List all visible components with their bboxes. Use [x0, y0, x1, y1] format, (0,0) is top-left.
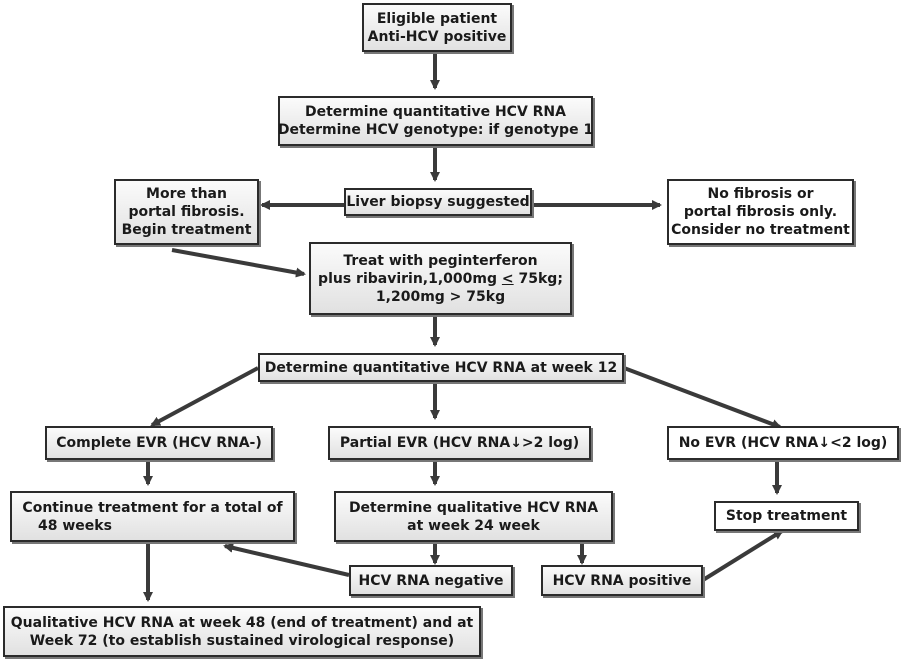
arrow-week12-to-complete: [150, 366, 259, 427]
node-no-fibrosis-line3: Consider no treatment: [671, 222, 850, 238]
arrow-more-fibrosis-to-treat: [171, 248, 306, 278]
node-more-fibrosis-line3: Begin treatment: [121, 222, 252, 238]
node-liver-biopsy-line1: Liver biopsy suggested: [346, 194, 530, 210]
node-no-evr: No EVR (HCV RNA↓<2 log): [667, 426, 899, 460]
node-treat-line2: plus ribavirin,1,000mg < 75kg;: [318, 270, 563, 288]
node-more-fibrosis-line1: More than: [146, 186, 227, 202]
node-eligible-line2: Anti-HCV positive: [367, 28, 507, 45]
node-determine-rna-genotype: Determine quantitative HCV RNA Determine…: [278, 96, 593, 146]
node-eligible-line1: Eligible patient: [376, 10, 498, 27]
node-stop-treatment: Stop treatment: [714, 501, 859, 531]
node-final-line1: Qualitative HCV RNA at week 48 (end of t…: [10, 614, 474, 631]
node-more-than-portal-fibrosis: More than portal fibrosis. Begin treatme…: [114, 179, 259, 245]
node-treat-line3: 1,200mg > 75kg: [375, 288, 506, 305]
node-more-fibrosis-line2: portal fibrosis.: [128, 204, 245, 220]
node-continue-line1: Continue treatment for a total of: [22, 499, 283, 516]
node-liver-biopsy: Liver biopsy suggested: [344, 188, 532, 216]
node-qualitative-week48-72: Qualitative HCV RNA at week 48 (end of t…: [3, 606, 481, 657]
node-week12-rna: Determine quantitative HCV RNA at week 1…: [258, 353, 624, 382]
node-hcv-rna-negative: HCV RNA negative: [349, 565, 513, 596]
node-qualitative24-line2: at week 24 week: [407, 517, 540, 534]
node-qualitative-week24: Determine qualitative HCV RNA at week 24…: [334, 491, 613, 542]
node-partial-evr: Partial EVR (HCV RNA↓>2 log): [328, 426, 591, 460]
node-no-fibrosis: No fibrosis or portal fibrosis only. Con…: [667, 179, 854, 245]
node-rna-positive-line1: HCV RNA positive: [552, 572, 692, 589]
node-treat-line2-dose: plus ribavirin,1,000mg: [318, 270, 502, 287]
node-hcv-rna-positive: HCV RNA positive: [541, 565, 703, 596]
node-complete-evr: Complete EVR (HCV RNA-): [45, 426, 273, 460]
node-stop-line1: Stop treatment: [725, 508, 848, 524]
node-partial-evr-line1: Partial EVR (HCV RNA↓>2 log): [339, 435, 580, 451]
node-week12-line1: Determine quantitative HCV RNA at week 1…: [264, 359, 618, 376]
node-no-fibrosis-line1: No fibrosis or: [707, 186, 814, 202]
arrow-negative-to-continue: [223, 542, 350, 577]
arrow-week12-to-no-evr: [623, 366, 782, 429]
node-final-line2: Week 72 (to establish sustained virologi…: [29, 632, 455, 649]
node-no-evr-line1: No EVR (HCV RNA↓<2 log): [678, 435, 888, 451]
node-continue-treatment: Continue treatment for a total of 48 wee…: [10, 491, 295, 542]
node-continue-line2: 48 weeks: [38, 517, 112, 534]
node-treat-peginterferon: Treat with peginterferon plus ribavirin,…: [309, 242, 572, 315]
node-treat-line1: Treat with peginterferon: [343, 252, 538, 269]
node-no-fibrosis-line2: portal fibrosis only.: [683, 204, 838, 220]
node-eligible-patient: Eligible patient Anti-HCV positive: [362, 3, 512, 52]
node-treat-line2-weight: 75kg;: [513, 270, 563, 287]
node-determine-rna-line2: Determine HCV genotype: if genotype 1: [277, 122, 594, 138]
arrow-positive-to-stop: [701, 529, 784, 582]
node-rna-negative-line1: HCV RNA negative: [358, 572, 504, 589]
node-treat-line2-le: <: [501, 270, 514, 287]
node-qualitative24-line1: Determine qualitative HCV RNA: [348, 499, 599, 516]
node-determine-rna-line1: Determine quantitative HCV RNA: [305, 104, 566, 120]
node-complete-evr-line1: Complete EVR (HCV RNA-): [56, 435, 262, 451]
